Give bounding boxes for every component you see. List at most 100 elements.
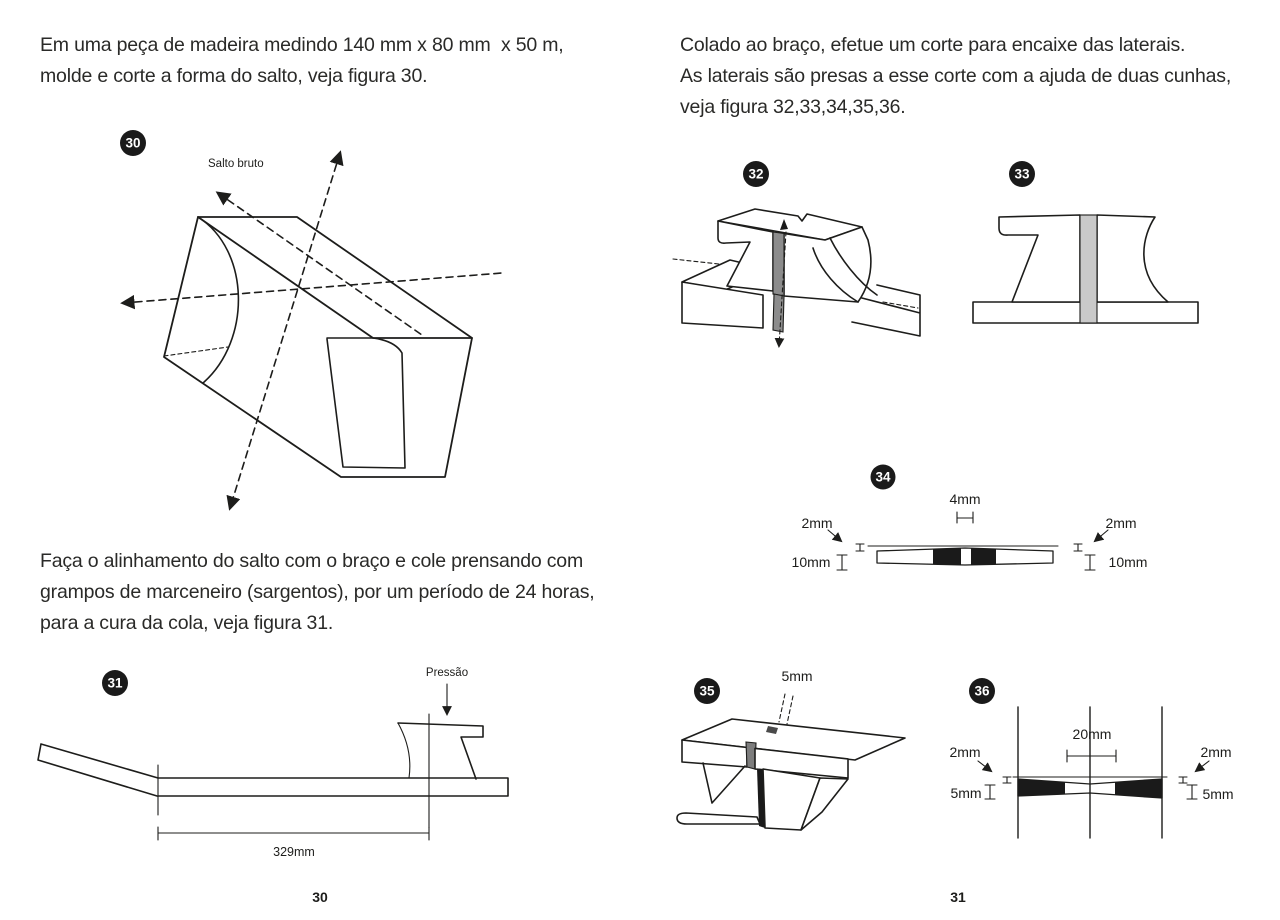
figure-36-wedge-detail-section: 36 20mm 2mm 5mm 2mm 5mm bbox=[949, 678, 1234, 839]
board-centerline-left-dashed bbox=[672, 258, 729, 266]
ibeam-5mm-right bbox=[1186, 784, 1198, 800]
badge-number: 32 bbox=[748, 167, 763, 182]
dim-20mm-bracket bbox=[1066, 749, 1117, 763]
left-glue-paragraph: Faça o alinhamento do salto com o braço … bbox=[40, 546, 660, 639]
figure-badge-33: 33 bbox=[1009, 161, 1035, 187]
slot-stripe-gray bbox=[1079, 214, 1098, 324]
slot-notch-mark bbox=[766, 726, 778, 734]
badge-number: 30 bbox=[125, 136, 140, 151]
badge-number: 33 bbox=[1014, 167, 1030, 182]
cut-line-dashed bbox=[779, 231, 787, 331]
arrow-2mm-left bbox=[977, 760, 993, 773]
ibeam-10mm-left bbox=[836, 554, 848, 571]
badge-circle bbox=[743, 161, 769, 187]
dim-10mm-right: 10mm bbox=[1109, 554, 1148, 570]
left-stem-lines bbox=[702, 762, 746, 804]
figure-33-heel-side-view: 33 bbox=[972, 161, 1199, 324]
heel-profile-lines bbox=[326, 337, 406, 469]
figure-badge-30: 30 bbox=[120, 130, 146, 156]
heel-left-profile bbox=[717, 220, 774, 292]
badge-circle bbox=[870, 464, 896, 490]
paragraph-line: Em uma peça de madeira medindo 140 mm x … bbox=[40, 34, 564, 56]
figure-31-neck-clamping: 31 Pressão 329mm bbox=[37, 667, 509, 859]
pressure-label: Pressão bbox=[426, 667, 468, 679]
page-number-left: 30 bbox=[312, 889, 328, 905]
dim-2mm-left: 2mm bbox=[801, 515, 832, 531]
dim-2mm-right: 2mm bbox=[1105, 515, 1136, 531]
paragraph-line: para a cura da cola, veja figura 31. bbox=[40, 612, 334, 634]
dim-5mm-left: 5mm bbox=[950, 785, 981, 801]
badge-number: 35 bbox=[699, 684, 715, 699]
saw-slot-gray-lower bbox=[772, 293, 785, 333]
figure-30-rough-heel-block: 30 Salto bruto bbox=[120, 130, 503, 511]
left-intro-paragraph: Em uma peça de madeira medindo 140 mm x … bbox=[40, 30, 640, 92]
salto-bruto-label: Salto bruto bbox=[208, 158, 264, 170]
hidden-edge-dashed bbox=[163, 346, 229, 357]
heel-outline bbox=[397, 722, 484, 780]
heel-curve bbox=[397, 722, 411, 779]
dim-5mm-right: 5mm bbox=[1202, 786, 1233, 802]
axis-horizontal-dashed bbox=[120, 272, 503, 310]
right-stem-far-face bbox=[800, 777, 849, 831]
figure-32-heel-slot-cut: 32 bbox=[672, 161, 921, 348]
figure-badge-31: 31 bbox=[102, 670, 128, 696]
foot-bar bbox=[676, 812, 761, 825]
guide-vertical-lines bbox=[1017, 706, 1163, 839]
page-number-right: 31 bbox=[950, 889, 966, 905]
badge-circle bbox=[969, 678, 995, 704]
paragraph-line: veja figura 32,33,34,35,36. bbox=[680, 96, 906, 118]
arrow-2mm-right bbox=[1093, 529, 1109, 543]
badge-circle bbox=[1009, 161, 1035, 187]
heel-right-half bbox=[1096, 214, 1169, 303]
wedge-black-right bbox=[1115, 779, 1162, 798]
dim-10mm-left: 10mm bbox=[792, 554, 831, 570]
neck-bar bbox=[157, 777, 509, 797]
arrow-2mm-left bbox=[827, 529, 843, 543]
board-front-left bbox=[681, 281, 764, 329]
ibeam-2mm-left bbox=[1002, 776, 1012, 784]
right-intro-paragraph: Colado ao braço, efetue um corte para en… bbox=[680, 30, 1280, 123]
ibeam-5mm-left bbox=[984, 784, 996, 800]
paragraph-line: grampos de marceneiro (sargentos), por u… bbox=[40, 581, 595, 603]
badge-circle bbox=[694, 678, 720, 704]
badge-number: 34 bbox=[875, 470, 891, 485]
dim-pointer-dashed bbox=[778, 693, 794, 725]
ibeam-10mm-right bbox=[1084, 554, 1096, 571]
figure-badge-32: 32 bbox=[743, 161, 769, 187]
heel-crescent-curves bbox=[812, 237, 878, 303]
wedge-black-left bbox=[933, 548, 961, 565]
cut-direction-up-arrow bbox=[780, 219, 788, 230]
concave-heel-curve bbox=[197, 216, 240, 384]
cut-direction-down-arrow bbox=[774, 329, 785, 348]
wedge-black-right bbox=[971, 548, 996, 565]
badge-circle bbox=[120, 130, 146, 156]
axis-vertical-dashed bbox=[226, 150, 344, 511]
dim-5mm: 5mm bbox=[781, 668, 812, 684]
figure-35-heel-underside: 35 5mm bbox=[676, 668, 906, 831]
dim-2mm-right: 2mm bbox=[1200, 744, 1231, 760]
wood-block-outline bbox=[163, 216, 473, 478]
ibeam-2mm-left bbox=[855, 543, 865, 552]
dim-4mm: 4mm bbox=[949, 491, 980, 507]
dim-2mm-left: 2mm bbox=[949, 744, 980, 760]
paragraph-line: Faça o alinhamento do salto com o braço … bbox=[40, 550, 583, 572]
badge-number: 31 bbox=[107, 676, 123, 691]
figure-badge-35: 35 bbox=[694, 678, 720, 704]
dimension-329mm: 329mm bbox=[273, 845, 315, 859]
arrow-2mm-right bbox=[1194, 760, 1210, 773]
block-top-edge bbox=[197, 216, 473, 339]
figure-34-wedge-cross-section: 34 4mm 2mm 10mm 2mm 10mm bbox=[792, 464, 1148, 571]
wedge-black-left bbox=[1018, 779, 1065, 796]
heel-left-half bbox=[998, 214, 1081, 303]
figure-badge-36: 36 bbox=[969, 678, 995, 704]
dimension-line-329 bbox=[157, 826, 430, 841]
dim-20mm: 20mm bbox=[1073, 726, 1112, 742]
board-right-band bbox=[851, 284, 921, 337]
saw-slot-gray bbox=[772, 231, 785, 297]
headstock-lines bbox=[37, 743, 159, 797]
ibeam-2mm-right bbox=[1178, 776, 1188, 784]
paragraph-line: Colado ao braço, efetue um corte para en… bbox=[680, 34, 1186, 56]
badge-circle bbox=[102, 670, 128, 696]
paragraph-line: molde e corte a forma do salto, veja fig… bbox=[40, 65, 428, 87]
